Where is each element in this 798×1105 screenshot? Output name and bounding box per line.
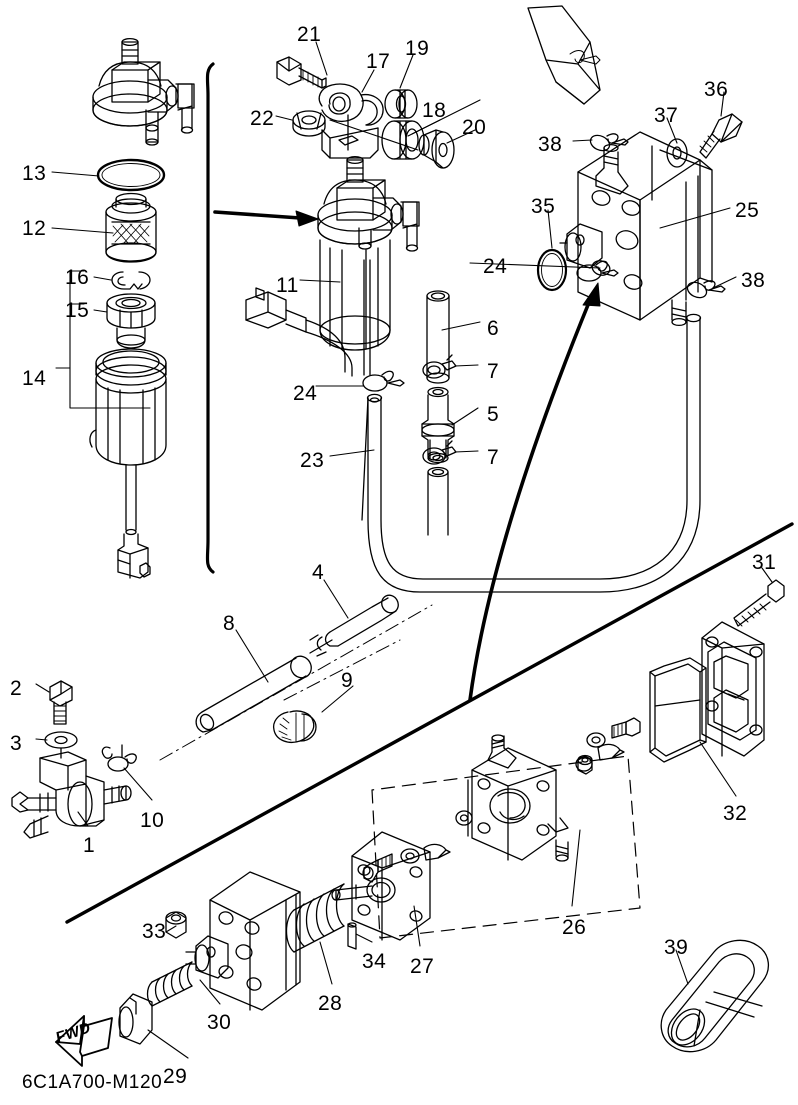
callout-25: 25 <box>735 199 760 222</box>
callout-18: 18 <box>422 99 447 122</box>
part-8-hose <box>195 655 312 733</box>
part-7-clamp-a <box>422 354 457 379</box>
part-34-pin <box>347 922 357 950</box>
callout-34: 34 <box>362 950 387 973</box>
callout-17: 17 <box>366 50 391 73</box>
filter-head-upper <box>92 37 195 146</box>
part-30-spring <box>146 961 193 1007</box>
part-9-clip <box>272 710 317 744</box>
callout-38-upper: 38 <box>538 133 563 156</box>
callout-1: 1 <box>83 834 96 857</box>
callout-9: 9 <box>341 669 354 692</box>
callout-13: 13 <box>22 162 47 185</box>
callout-4: 4 <box>312 561 325 584</box>
callout-30: 30 <box>207 1011 232 1034</box>
fwd-arrow-icon <box>55 1015 113 1067</box>
part-39-boot <box>660 939 769 1053</box>
part-17-bracket <box>318 83 384 159</box>
part-27-body-right <box>331 831 431 941</box>
part-13-oring <box>96 158 166 192</box>
part-1-fuel-joint <box>11 747 132 839</box>
callout-11: 11 <box>276 274 299 297</box>
part-21-bolt <box>276 56 327 89</box>
part-15-float <box>106 293 156 349</box>
callout-3: 3 <box>10 732 23 755</box>
callout-27: 27 <box>410 955 435 978</box>
callout-32: 32 <box>723 802 748 825</box>
callout-6: 6 <box>487 317 500 340</box>
callout-19: 19 <box>405 37 430 60</box>
callout-33: 33 <box>142 920 167 943</box>
part-23-hose <box>361 313 702 593</box>
part-32-gasket <box>649 657 707 763</box>
callout-23: 23 <box>300 449 325 472</box>
callout-39: 39 <box>664 936 689 959</box>
part-31-screw <box>733 579 785 627</box>
part-11-filter-assembly <box>245 155 420 377</box>
callout-26: 26 <box>562 916 587 939</box>
callout-24-lower: 24 <box>293 382 318 405</box>
part-37-washer <box>666 138 688 168</box>
callout-8: 8 <box>223 612 236 635</box>
callout-10: 10 <box>140 809 165 832</box>
callout-24-upper: 24 <box>483 255 508 278</box>
part-26-dashed-box <box>371 755 641 939</box>
part-20-collar <box>418 129 455 169</box>
part-29-plunger <box>118 993 153 1045</box>
part-19-grommet <box>384 89 418 119</box>
callout-22: 22 <box>250 107 275 130</box>
part-16-clip <box>111 271 151 290</box>
part-10-clip <box>101 744 137 772</box>
part-28-spring-large <box>285 883 345 953</box>
callout-7-upper: 7 <box>487 360 500 383</box>
callout-16: 16 <box>65 266 90 289</box>
callout-29: 29 <box>163 1065 188 1088</box>
cover-plate <box>701 621 765 757</box>
part-36-bolt <box>699 113 743 159</box>
hose-stub-lower <box>427 466 449 536</box>
callout-31: 31 <box>752 551 777 574</box>
callout-20: 20 <box>462 116 487 139</box>
callout-14: 14 <box>22 367 47 390</box>
part-22-nut <box>292 110 326 137</box>
part-2-bolt <box>49 680 73 725</box>
diagram-code-label: 6C1A700-M120 <box>22 1072 163 1093</box>
part-27-pump-body-left <box>185 871 301 1011</box>
callout-2: 2 <box>10 677 23 700</box>
part-33-nut <box>165 911 187 939</box>
callout-12: 12 <box>22 217 47 240</box>
part-14-cup <box>89 348 167 579</box>
part-38-clamp-b <box>686 280 726 299</box>
callout-36: 36 <box>704 78 729 101</box>
part-3-washer <box>44 731 78 749</box>
callout-5: 5 <box>487 403 500 426</box>
callout-38-lower: 38 <box>741 269 766 292</box>
part-35-oring <box>536 248 568 292</box>
part-18-grommet-large <box>381 120 425 160</box>
part-38-clamp-a <box>589 133 629 152</box>
part-4-hose <box>309 594 399 657</box>
part-24-clamp-b <box>576 260 619 282</box>
part-25-pump <box>527 5 713 327</box>
group-bracket-left <box>205 62 215 574</box>
callout-35: 35 <box>531 195 556 218</box>
callout-37: 37 <box>654 104 679 127</box>
part-24-clamp-a <box>362 370 405 392</box>
callout-7-lower: 7 <box>487 446 500 469</box>
part-5-connector <box>421 386 455 464</box>
section-divider <box>65 522 794 924</box>
part-12-element <box>105 192 157 263</box>
callout-21: 21 <box>297 23 322 46</box>
callout-28: 28 <box>318 992 343 1015</box>
callout-15: 15 <box>65 299 90 322</box>
part-26-assembly <box>362 717 641 883</box>
